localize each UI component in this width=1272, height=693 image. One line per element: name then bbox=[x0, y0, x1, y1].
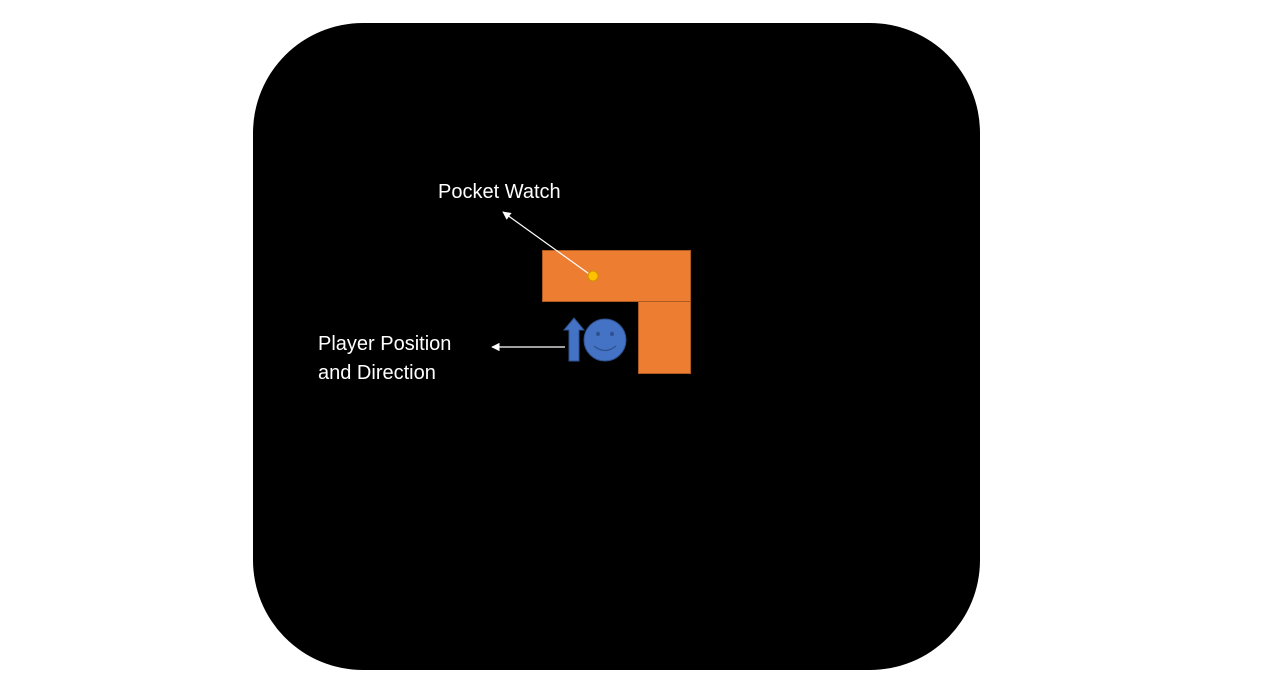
player-position-label: Player Position and Direction bbox=[318, 330, 451, 388]
player-label-line-1: Player Position bbox=[318, 333, 452, 355]
orange-wall-vertical bbox=[638, 301, 691, 374]
pocket-watch-label: Pocket Watch bbox=[438, 181, 561, 203]
player-label-line-2: and Direction bbox=[318, 362, 436, 384]
orange-wall-horizontal bbox=[542, 250, 691, 302]
